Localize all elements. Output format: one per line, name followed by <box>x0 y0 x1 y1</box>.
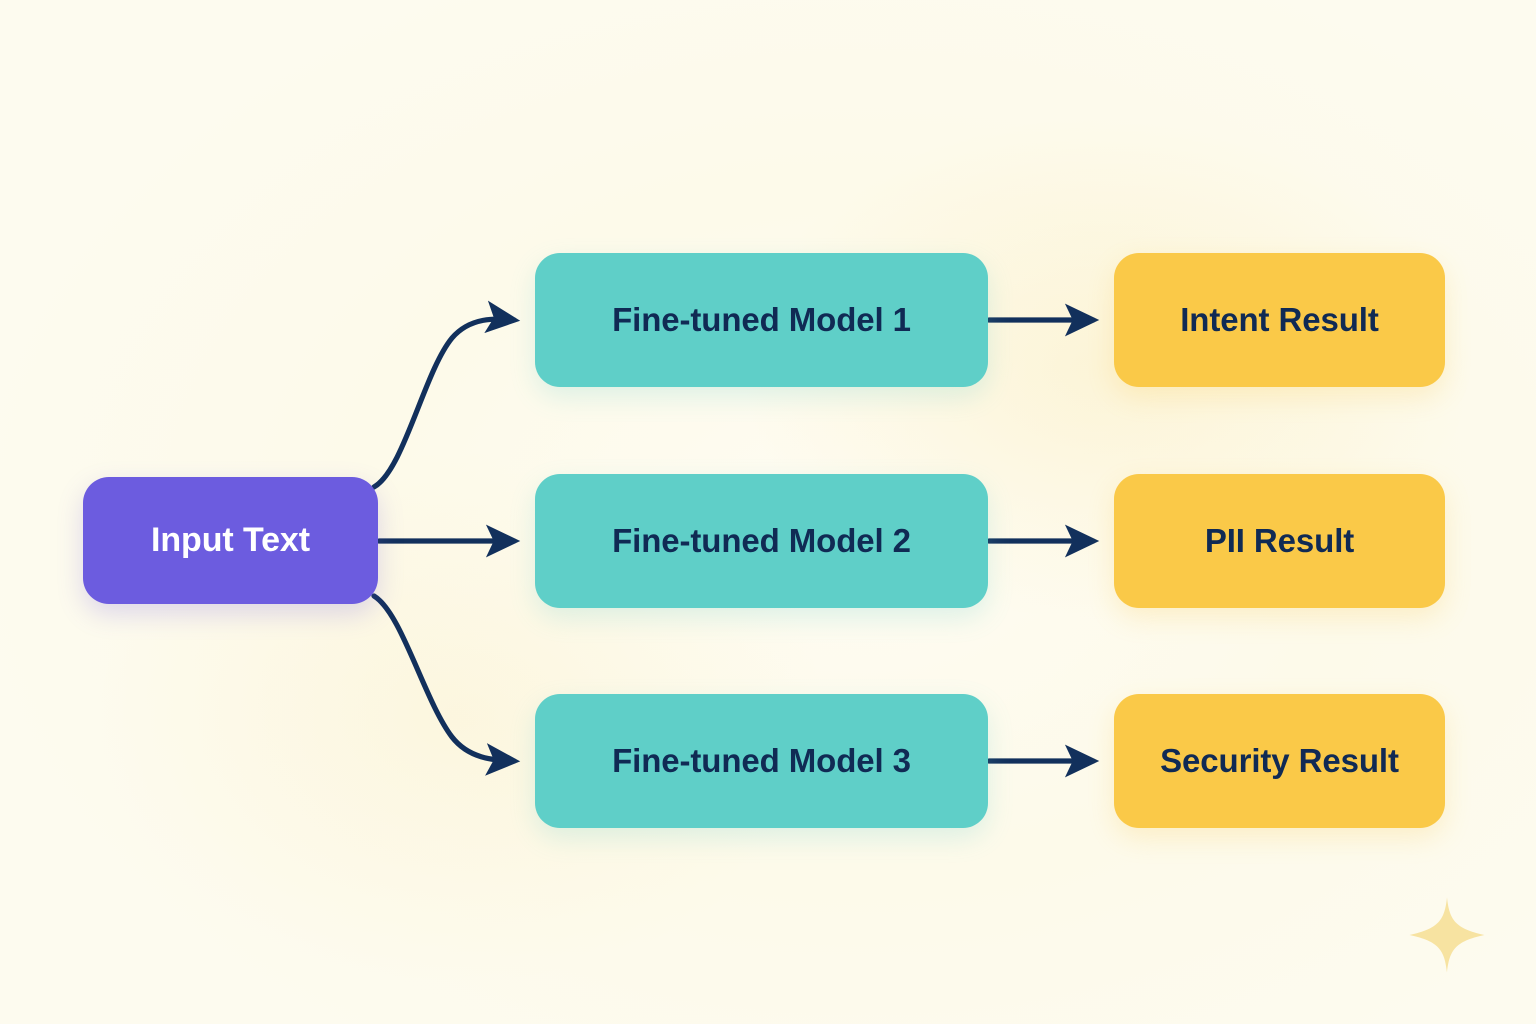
node-pii-result[interactable]: PII Result <box>1114 474 1445 608</box>
node-intent-result[interactable]: Intent Result <box>1114 253 1445 387</box>
edge-input-to-model-3 <box>371 593 521 776</box>
node-intent-result-label: Intent Result <box>1180 300 1379 338</box>
node-fine-tuned-model-3[interactable]: Fine-tuned Model 3 <box>535 694 988 828</box>
node-fine-tuned-model-1-label: Fine-tuned Model 1 <box>612 300 911 338</box>
node-security-result[interactable]: Security Result <box>1114 694 1445 828</box>
node-security-result-label: Security Result <box>1160 741 1399 779</box>
node-fine-tuned-model-2-label: Fine-tuned Model 2 <box>612 521 911 559</box>
node-fine-tuned-model-3-label: Fine-tuned Model 3 <box>612 741 911 779</box>
node-fine-tuned-model-1[interactable]: Fine-tuned Model 1 <box>535 253 988 387</box>
node-input-text-label: Input Text <box>151 520 310 559</box>
edge-input-to-model-1 <box>371 300 521 490</box>
node-fine-tuned-model-2[interactable]: Fine-tuned Model 2 <box>535 474 988 608</box>
node-pii-result-label: PII Result <box>1204 521 1355 559</box>
node-input-text[interactable]: Input Text <box>83 477 378 604</box>
